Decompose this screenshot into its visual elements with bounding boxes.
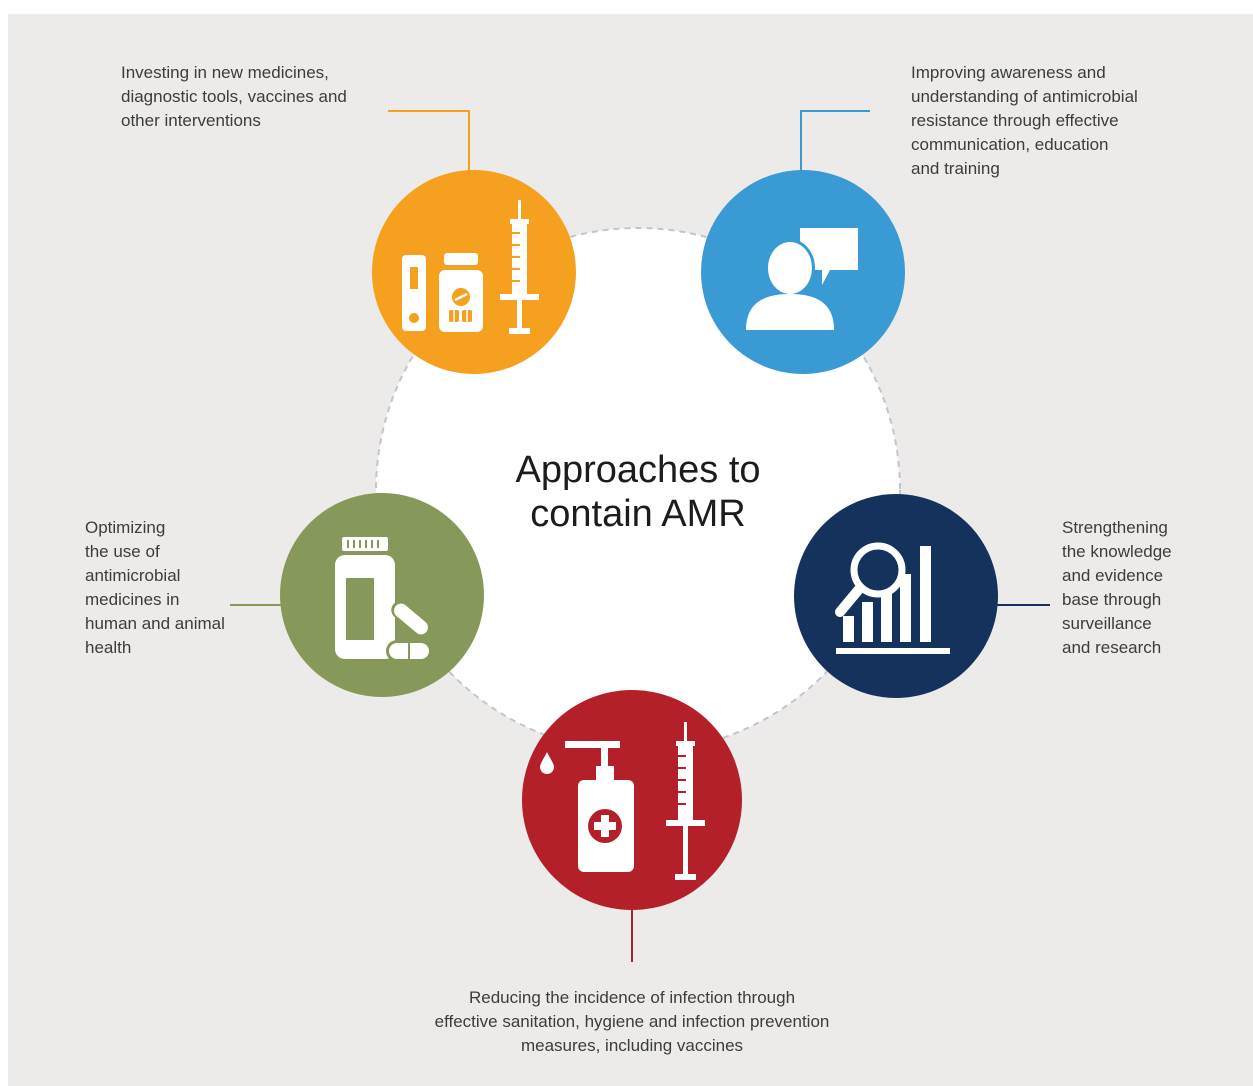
label-knowledge-line-3: and evidence xyxy=(1062,566,1164,585)
label-knowledge: Strengthening the knowledge and evidence… xyxy=(1062,516,1242,660)
person-speech-bubble-icon xyxy=(746,228,858,330)
circle-knowledge xyxy=(794,494,998,698)
connector-investing xyxy=(388,110,470,172)
label-optimizing-line-1: Optimizing xyxy=(85,518,166,537)
label-optimizing-line-5: human and animal xyxy=(85,614,225,633)
label-awareness-line-1: Improving awareness and xyxy=(911,63,1106,82)
label-infection-line-2: effective sanitation, hygiene and infect… xyxy=(434,1012,830,1031)
label-awareness-line-2: understanding of antimicrobial xyxy=(911,87,1138,106)
label-awareness-line-4: communication, education xyxy=(911,135,1109,154)
label-knowledge-line-2: the knowledge xyxy=(1062,542,1172,561)
label-infection-line-3: measures, including vaccines xyxy=(520,1036,744,1055)
label-knowledge-line-4: base through xyxy=(1062,590,1162,609)
diagram-title-line-1: Approaches to xyxy=(515,449,761,491)
diagram-title-line-2: contain AMR xyxy=(530,493,746,535)
label-investing: Investing in new medicines, diagnostic t… xyxy=(121,61,411,133)
label-knowledge-line-1: Strengthening xyxy=(1062,518,1168,537)
label-investing-line-2: diagnostic tools, vaccines and xyxy=(121,87,347,106)
label-awareness-line-5: and training xyxy=(911,159,1000,178)
label-optimizing-line-6: health xyxy=(85,638,132,657)
test-kit-pill-bottle-syringe-icon xyxy=(402,200,539,334)
label-optimizing-line-2: the use of xyxy=(85,542,160,561)
connector-awareness xyxy=(800,110,870,172)
label-investing-line-1: Investing in new medicines, xyxy=(121,63,329,82)
label-investing-line-3: other interventions xyxy=(121,111,261,130)
label-optimizing-line-4: medicines in xyxy=(85,590,180,609)
label-awareness-line-3: resistance through effective xyxy=(911,111,1119,130)
label-knowledge-line-6: and research xyxy=(1062,638,1162,657)
magnifier-bar-chart-icon xyxy=(835,542,950,654)
label-infection-line-1: Reducing the incidence of infection thro… xyxy=(468,988,796,1007)
label-optimizing-line-3: antimicrobial xyxy=(85,566,181,585)
label-optimizing: Optimizing the use of antimicrobial medi… xyxy=(85,516,265,660)
label-awareness: Improving awareness and understanding of… xyxy=(911,61,1211,181)
sanitizer-syringe-icon xyxy=(540,722,705,880)
label-knowledge-line-5: surveillance xyxy=(1062,614,1152,633)
diagram-title: Approaches to contain AMR xyxy=(438,448,838,536)
label-infection: Reducing the incidence of infection thro… xyxy=(362,986,902,1058)
medicine-bottle-capsule-icon xyxy=(335,537,432,662)
